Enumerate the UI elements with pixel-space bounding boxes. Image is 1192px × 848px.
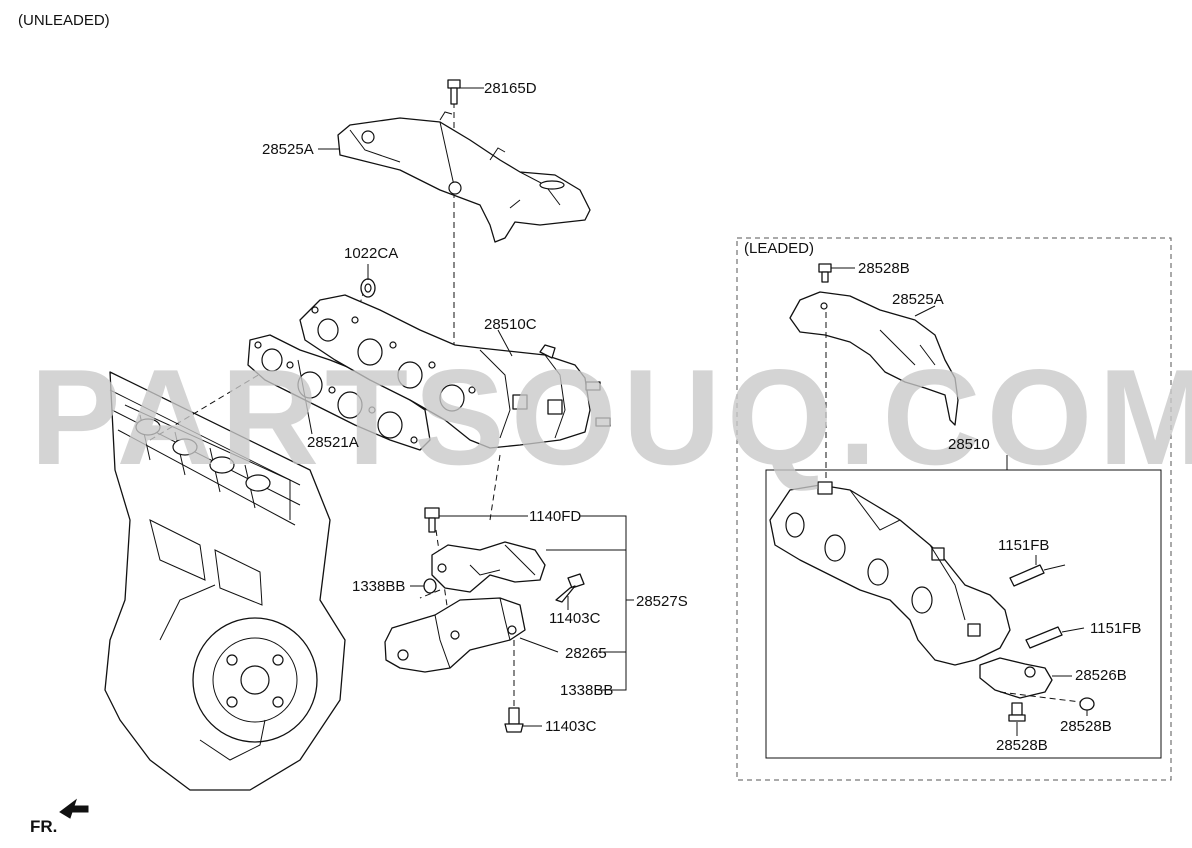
unleaded-caption: (UNLEADED)	[18, 12, 110, 29]
bolt-28528b-lower-right-drawing	[1079, 697, 1095, 716]
part-label-1151fb-upper[interactable]: 1151FB	[998, 537, 1050, 554]
part-label-28265[interactable]: 28265	[565, 645, 607, 662]
part-label-28510[interactable]: 28510	[948, 436, 990, 453]
front-label: FR.	[30, 817, 58, 836]
part-label-28528b-right[interactable]: 28528B	[1060, 718, 1112, 735]
manifold-28510c-drawing	[299, 294, 611, 449]
bracket-28265-drawing	[384, 597, 526, 673]
front-arrow-icon	[59, 798, 89, 819]
part-label-1140fd[interactable]: 1140FD	[529, 508, 582, 525]
part-label-1338bb-upper[interactable]: 1338BB	[352, 578, 406, 595]
bolt-28528b-lower-left-drawing	[1008, 702, 1026, 736]
part-label-28528b-top[interactable]: 28528B	[858, 260, 910, 277]
engine-block-drawing	[104, 371, 346, 791]
part-label-1338bb-lower[interactable]: 1338BB	[560, 682, 614, 699]
bolt-1140fd-drawing	[424, 507, 440, 533]
bolt-28528b-top-drawing	[818, 263, 832, 283]
bolt-11403c-lower-drawing	[504, 707, 524, 733]
bracket-28526b-drawing	[979, 657, 1072, 699]
stud-1151fb-upper-drawing	[1009, 564, 1066, 587]
part-label-11403c-upper[interactable]: 11403C	[549, 610, 601, 627]
part-label-11403c-lower[interactable]: 11403C	[545, 718, 597, 735]
part-label-28165d[interactable]: 28165D	[484, 80, 537, 97]
part-label-1022ca[interactable]: 1022CA	[344, 245, 399, 262]
part-label-28526b[interactable]: 28526B	[1075, 667, 1127, 684]
part-label-28525a[interactable]: 28525A	[262, 141, 314, 158]
stud-1151fb-lower-drawing	[1025, 626, 1085, 649]
part-label-1151fb-lower[interactable]: 1151FB	[1090, 620, 1142, 637]
part-label-28527s[interactable]: 28527S	[636, 593, 688, 610]
leaded-frame	[736, 237, 1172, 781]
nut-1338bb-drawing	[423, 578, 437, 594]
manifold-assembly-frame	[765, 469, 1162, 759]
leaded-caption: (LEADED)	[744, 240, 815, 257]
gasket-28521a-drawing	[247, 334, 431, 451]
part-label-28521a[interactable]: 28521A	[307, 434, 359, 451]
part-label-28525a-leaded[interactable]: 28525A	[892, 291, 944, 308]
bolt-11403c-upper-drawing	[555, 573, 585, 603]
heat-protector-28525a-leaded-drawing	[789, 291, 959, 426]
bolt-28165d-drawing	[447, 79, 461, 105]
nut-1022ca-drawing	[360, 278, 376, 298]
part-label-28528b-left[interactable]: 28528B	[996, 737, 1048, 754]
manifold-28510-drawing	[769, 481, 1011, 666]
part-label-28510c[interactable]: 28510C	[484, 316, 537, 333]
heat-protector-28525a-drawing	[337, 111, 591, 243]
upper-bracket-drawing	[431, 541, 546, 593]
